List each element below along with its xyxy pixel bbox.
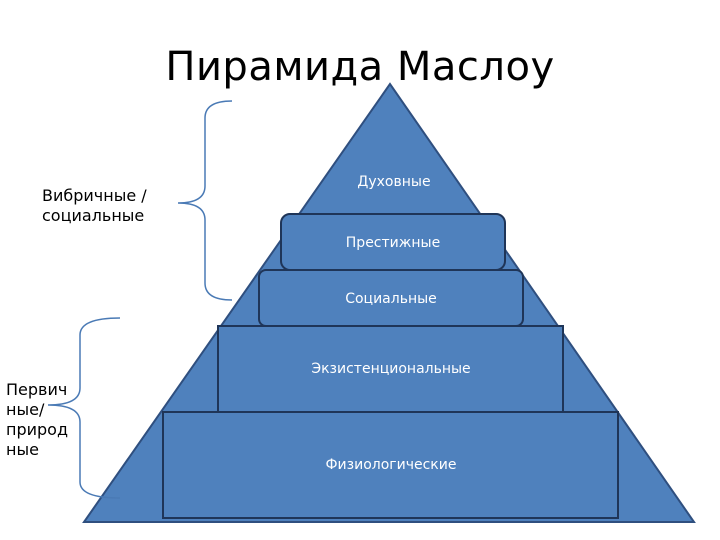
lower-group-brace bbox=[47, 317, 121, 499]
level-spiritual-label: Духовные bbox=[357, 174, 430, 190]
upper-group-label: Вибричные / социальные bbox=[42, 186, 147, 225]
level-social-label: Социальные bbox=[345, 291, 437, 307]
lower-group-label: Первич ные/ природ ные bbox=[6, 380, 69, 459]
level-physiological-label: Физиологические bbox=[326, 457, 457, 473]
level-prestige-label: Престижные bbox=[346, 235, 440, 251]
level-existential-box bbox=[217, 325, 564, 413]
level-existential-label: Экзистенциональные bbox=[311, 361, 470, 377]
diagram-title: Пирамида Маслоу bbox=[165, 44, 555, 90]
level-prestige-box bbox=[280, 213, 506, 271]
level-physiological-box bbox=[162, 411, 619, 519]
upper-group-brace bbox=[177, 100, 233, 301]
